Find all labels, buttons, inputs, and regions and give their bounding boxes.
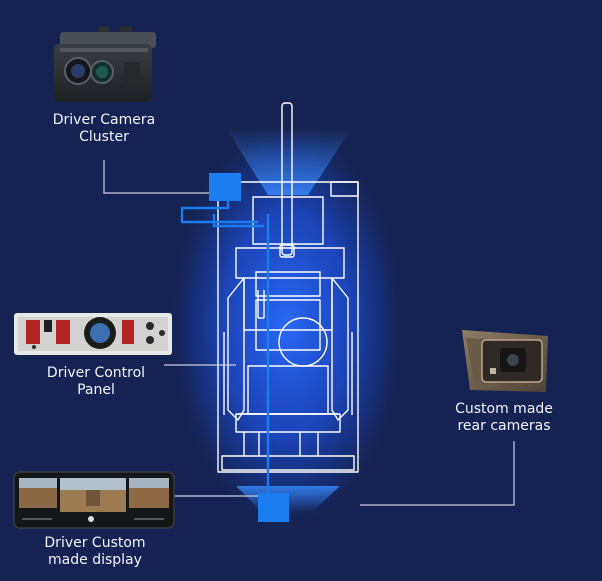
rear-camera-image: [462, 330, 548, 392]
vehicle-outline: [217, 102, 359, 473]
display-signal-node: [258, 493, 289, 522]
driver-control-panel-image: [14, 313, 172, 355]
rear-cameras-label-line2: rear cameras: [457, 418, 551, 434]
driver-control-panel-label: Driver Control Panel: [34, 365, 158, 399]
driver-control-panel-label-line1: Driver Control: [46, 365, 146, 381]
signal-wiring: [180, 200, 270, 498]
rear-cameras-label: Custom made rear cameras: [442, 401, 566, 435]
rear-cameras-label-line1: Custom made: [455, 401, 553, 417]
driver-camera-cluster-label: Driver Camera Cluster: [42, 112, 166, 146]
driver-camera-cluster-label-line2: Cluster: [79, 129, 129, 145]
driver-display-label: Driver Custom made display: [33, 535, 157, 569]
driver-display-image: [13, 471, 175, 529]
camera-signal-node: [209, 173, 241, 201]
driver-display-label-line1: Driver Custom: [44, 535, 146, 551]
leader-lines: [103, 160, 515, 506]
driver-camera-cluster-image: [54, 26, 156, 102]
driver-control-panel-label-line2: Panel: [77, 382, 115, 398]
driver-display-label-line2: made display: [48, 552, 142, 568]
driver-camera-cluster-label-line1: Driver Camera: [52, 112, 156, 128]
